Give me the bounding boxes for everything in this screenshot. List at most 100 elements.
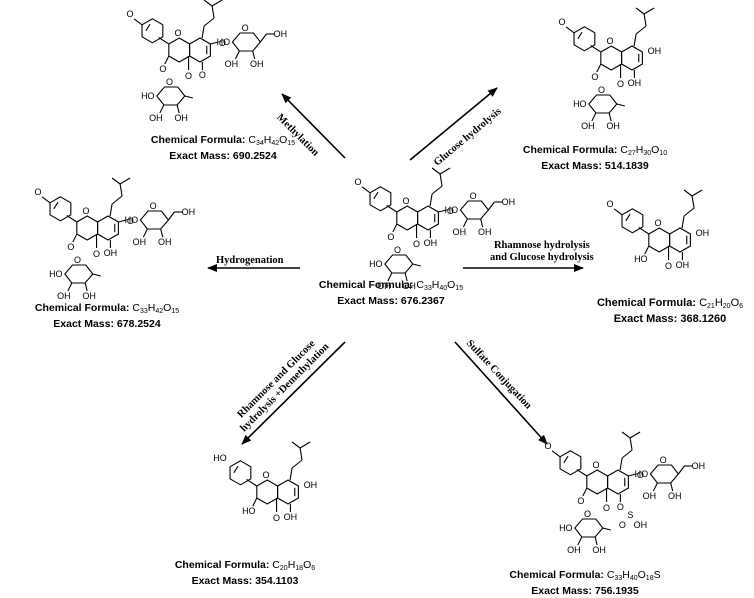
arrow-sulfate-conjugation <box>454 341 548 445</box>
mass-value: 690.2524 <box>232 150 277 162</box>
formula-label: Chemical Formula: <box>522 144 618 156</box>
mass-value: 678.2524 <box>116 318 161 330</box>
caption-center: Chemical Formula: C33H40O15 Exact Mass: … <box>296 279 486 308</box>
reaction-label-rhamnose-glucose-hydrolysis: Rhamnose hydrolysis and Glucose hydrolys… <box>490 240 594 264</box>
reaction-label-line-2: and Glucose hydrolysis <box>490 252 594 263</box>
atom-label: OH <box>668 491 682 501</box>
formula-label: Chemical Formula: <box>174 559 270 571</box>
mass-value: 368.1260 <box>680 313 727 325</box>
atom-label: O <box>199 70 206 80</box>
arrow-methylation <box>281 93 346 159</box>
atom-label: OH <box>424 238 438 248</box>
atom-label: O <box>637 470 644 480</box>
atom-label: O <box>619 520 626 530</box>
atom-label: O <box>559 17 566 27</box>
atom-label: HO <box>242 506 256 516</box>
atom-label: O <box>166 77 173 87</box>
atom-label: O <box>159 64 166 74</box>
formula: C33H40O15 <box>416 279 464 292</box>
atom-label: O <box>545 441 552 451</box>
atom-label: O <box>242 23 249 33</box>
atom-label: S <box>627 510 633 520</box>
formula: C27H30O10 <box>620 144 668 157</box>
atom-label: O <box>413 239 420 249</box>
mass-value: 354.1103 <box>255 575 299 587</box>
mass-label: Exact Mass: <box>53 318 114 330</box>
atom-label: HO <box>573 99 587 109</box>
atom-label: OH <box>676 260 690 270</box>
atom-label: O <box>67 242 74 252</box>
atom-label: O <box>394 245 401 255</box>
formula-label: Chemical Formula: <box>509 569 604 581</box>
atom-label: OH <box>377 281 391 291</box>
formula-label: Chemical Formula: <box>596 297 696 309</box>
reaction-label-line-1: Rhamnose hydrolysis <box>493 240 590 251</box>
atom-label: O <box>127 9 134 19</box>
caption-sulfate-conjugation: Chemical Formula: C33H40O18S Exact Mass:… <box>490 569 680 598</box>
atom-label: OH <box>174 113 188 123</box>
caption-hydrogenation: Chemical Formula: C33H42O15 Exact Mass: … <box>12 302 202 331</box>
atom-label: OH <box>304 480 318 490</box>
atom-label: OH <box>57 291 71 301</box>
atom-label: O <box>355 177 362 187</box>
atom-label: OH <box>592 545 606 555</box>
atom-label: O <box>655 218 662 228</box>
atom-label: OH <box>606 121 620 131</box>
atom-label: O <box>175 28 182 38</box>
atom-label: O <box>617 502 624 512</box>
atom-label: OH <box>696 228 710 238</box>
mass-value: 514.1839 <box>604 160 649 172</box>
atom-label: OH <box>133 237 147 247</box>
atom-label: OH <box>567 545 581 555</box>
atom-label: O <box>591 72 598 82</box>
atom-label: OH <box>182 207 196 217</box>
formula-label: Chemical Formula: <box>34 302 130 314</box>
atom-label: OH <box>274 29 288 39</box>
reaction-label-hydrogenation: Hydrogenation <box>216 255 284 266</box>
atom-label: OH <box>453 227 467 237</box>
atom-label: O <box>83 206 90 216</box>
mass-label: Exact Mass: <box>169 150 230 162</box>
atom-label: OH <box>648 46 662 56</box>
atom-label: O <box>447 206 454 216</box>
atom-label: OH <box>402 281 416 291</box>
atom-label: O <box>584 509 591 519</box>
atom-label: HO <box>635 469 649 479</box>
atom-label: O <box>403 196 410 206</box>
formula-label: Chemical Formula: <box>318 279 414 291</box>
atom-label: O <box>603 503 610 513</box>
atom-label: O <box>273 513 280 523</box>
atom-label: O <box>607 36 614 46</box>
atom-label: HO <box>141 91 155 101</box>
atom-label: HO <box>125 215 139 225</box>
atom-label: OH <box>628 78 642 88</box>
atom-label: O <box>577 496 584 506</box>
atom-label: O <box>185 71 192 81</box>
atom-label: O <box>35 187 42 197</box>
atom-label: OH <box>149 113 163 123</box>
arrow-demethylation <box>241 341 346 445</box>
atom-label: O <box>660 455 667 465</box>
atom-label: HO <box>217 37 231 47</box>
atom-label: O <box>593 460 600 470</box>
caption-methylation: Chemical Formula: C34H42O15 Exact Mass: … <box>128 134 318 163</box>
formula-label: Chemical Formula: <box>150 134 246 146</box>
atom-label: O <box>219 38 226 48</box>
atom-label: O <box>607 199 614 209</box>
formula: C21H20O6 <box>699 297 744 310</box>
atom-label: O <box>150 201 157 211</box>
atom-label: O <box>127 216 134 226</box>
mass-label: Exact Mass: <box>531 585 592 597</box>
atom-label: HO <box>213 453 227 463</box>
caption-rhamnose-glucose-hydrolysis: Chemical Formula: C21H20O6 Exact Mass: 3… <box>580 297 754 326</box>
atom-label: HO <box>49 269 63 279</box>
atom-label: OH <box>250 59 264 69</box>
formula: C20H18O6 <box>272 559 316 572</box>
